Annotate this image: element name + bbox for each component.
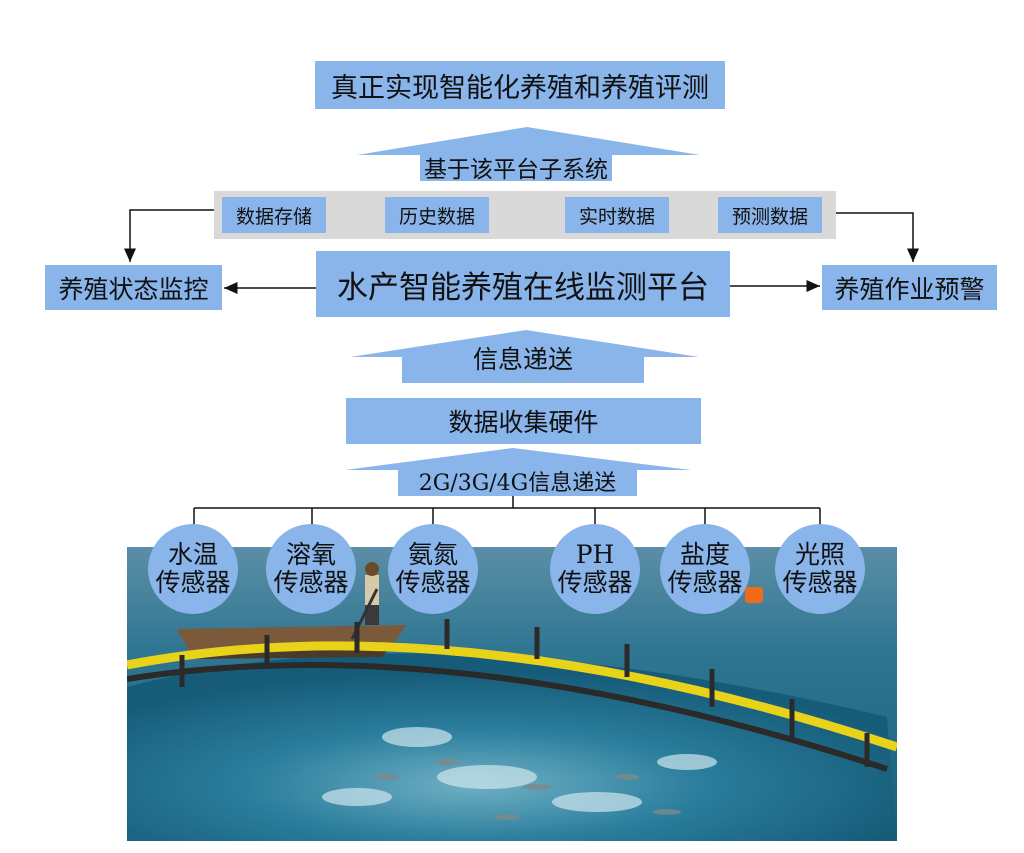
- right-output-box: 养殖作业预警: [822, 265, 997, 310]
- fish-cage-photo: [127, 547, 897, 841]
- left-output-label: 养殖状态监控: [58, 274, 209, 304]
- network-up-arrow: [345, 448, 691, 496]
- sensor-label-line2: 传感器: [557, 568, 633, 597]
- left-output-box: 养殖状态监控: [45, 265, 222, 310]
- hardware-label: 数据收集硬件: [448, 408, 599, 437]
- sensor-label-line1: 水温: [167, 540, 218, 569]
- info-arrow-label: 信息递送: [472, 345, 573, 374]
- platform-label: 水产智能养殖在线监测平台: [337, 269, 709, 306]
- subsystem-label: 历史数据: [398, 205, 475, 228]
- sensor-water-temperature: 水温 传感器: [148, 524, 238, 614]
- info-up-arrow: [350, 330, 699, 383]
- sensor-label-line2: 传感器: [782, 568, 858, 597]
- network-arrow-label: 2G/3G/4G信息递送: [418, 471, 617, 496]
- top-goal-box: 真正实现智能化养殖和养殖评测: [315, 61, 725, 109]
- sensor-salinity: 盐度 传感器: [660, 524, 750, 614]
- top-goal-label: 真正实现智能化养殖和养殖评测: [331, 72, 709, 104]
- sensor-label-line1: 溶氧: [285, 540, 336, 569]
- sensor-ph: PH 传感器: [550, 524, 640, 614]
- sensor-illumination: 光照 传感器: [775, 524, 865, 614]
- sensor-label-line1: PH: [575, 540, 615, 569]
- sensor-label-line1: 光照: [794, 540, 845, 569]
- subsystem-label: 实时数据: [578, 205, 655, 228]
- subsystem-up-arrow: [357, 127, 700, 181]
- subsystem-forecast-data: 预测数据: [718, 197, 822, 233]
- sensor-label-line2: 传感器: [395, 568, 471, 597]
- sensor-label-line2: 传感器: [273, 568, 349, 597]
- platform-box: 水产智能养殖在线监测平台: [316, 251, 730, 317]
- subsystem-label: 预测数据: [731, 205, 808, 228]
- sensor-ammonia-nitrogen: 氨氮 传感器: [388, 524, 478, 614]
- hardware-box: 数据收集硬件: [346, 398, 701, 444]
- right-connector-line: [836, 212, 919, 262]
- sensor-label-line1: 盐度: [679, 540, 730, 569]
- sensor-dissolved-oxygen: 溶氧 传感器: [266, 524, 356, 614]
- sensor-label-line2: 传感器: [667, 568, 743, 597]
- sensor-label-line1: 氨氮: [407, 540, 458, 569]
- subsystem-data-storage: 数据存储: [222, 197, 326, 233]
- right-output-label: 养殖作业预警: [834, 274, 985, 304]
- subsystem-historical-data: 历史数据: [385, 197, 489, 233]
- left-connector-line: [124, 209, 215, 262]
- subsystem-arrow-label: 基于该平台子系统: [424, 156, 608, 183]
- subsystem-realtime-data: 实时数据: [565, 197, 669, 233]
- fish-cage-illustration: [127, 547, 897, 841]
- subsystem-label: 数据存储: [235, 205, 312, 228]
- sensor-label-line2: 传感器: [155, 568, 231, 597]
